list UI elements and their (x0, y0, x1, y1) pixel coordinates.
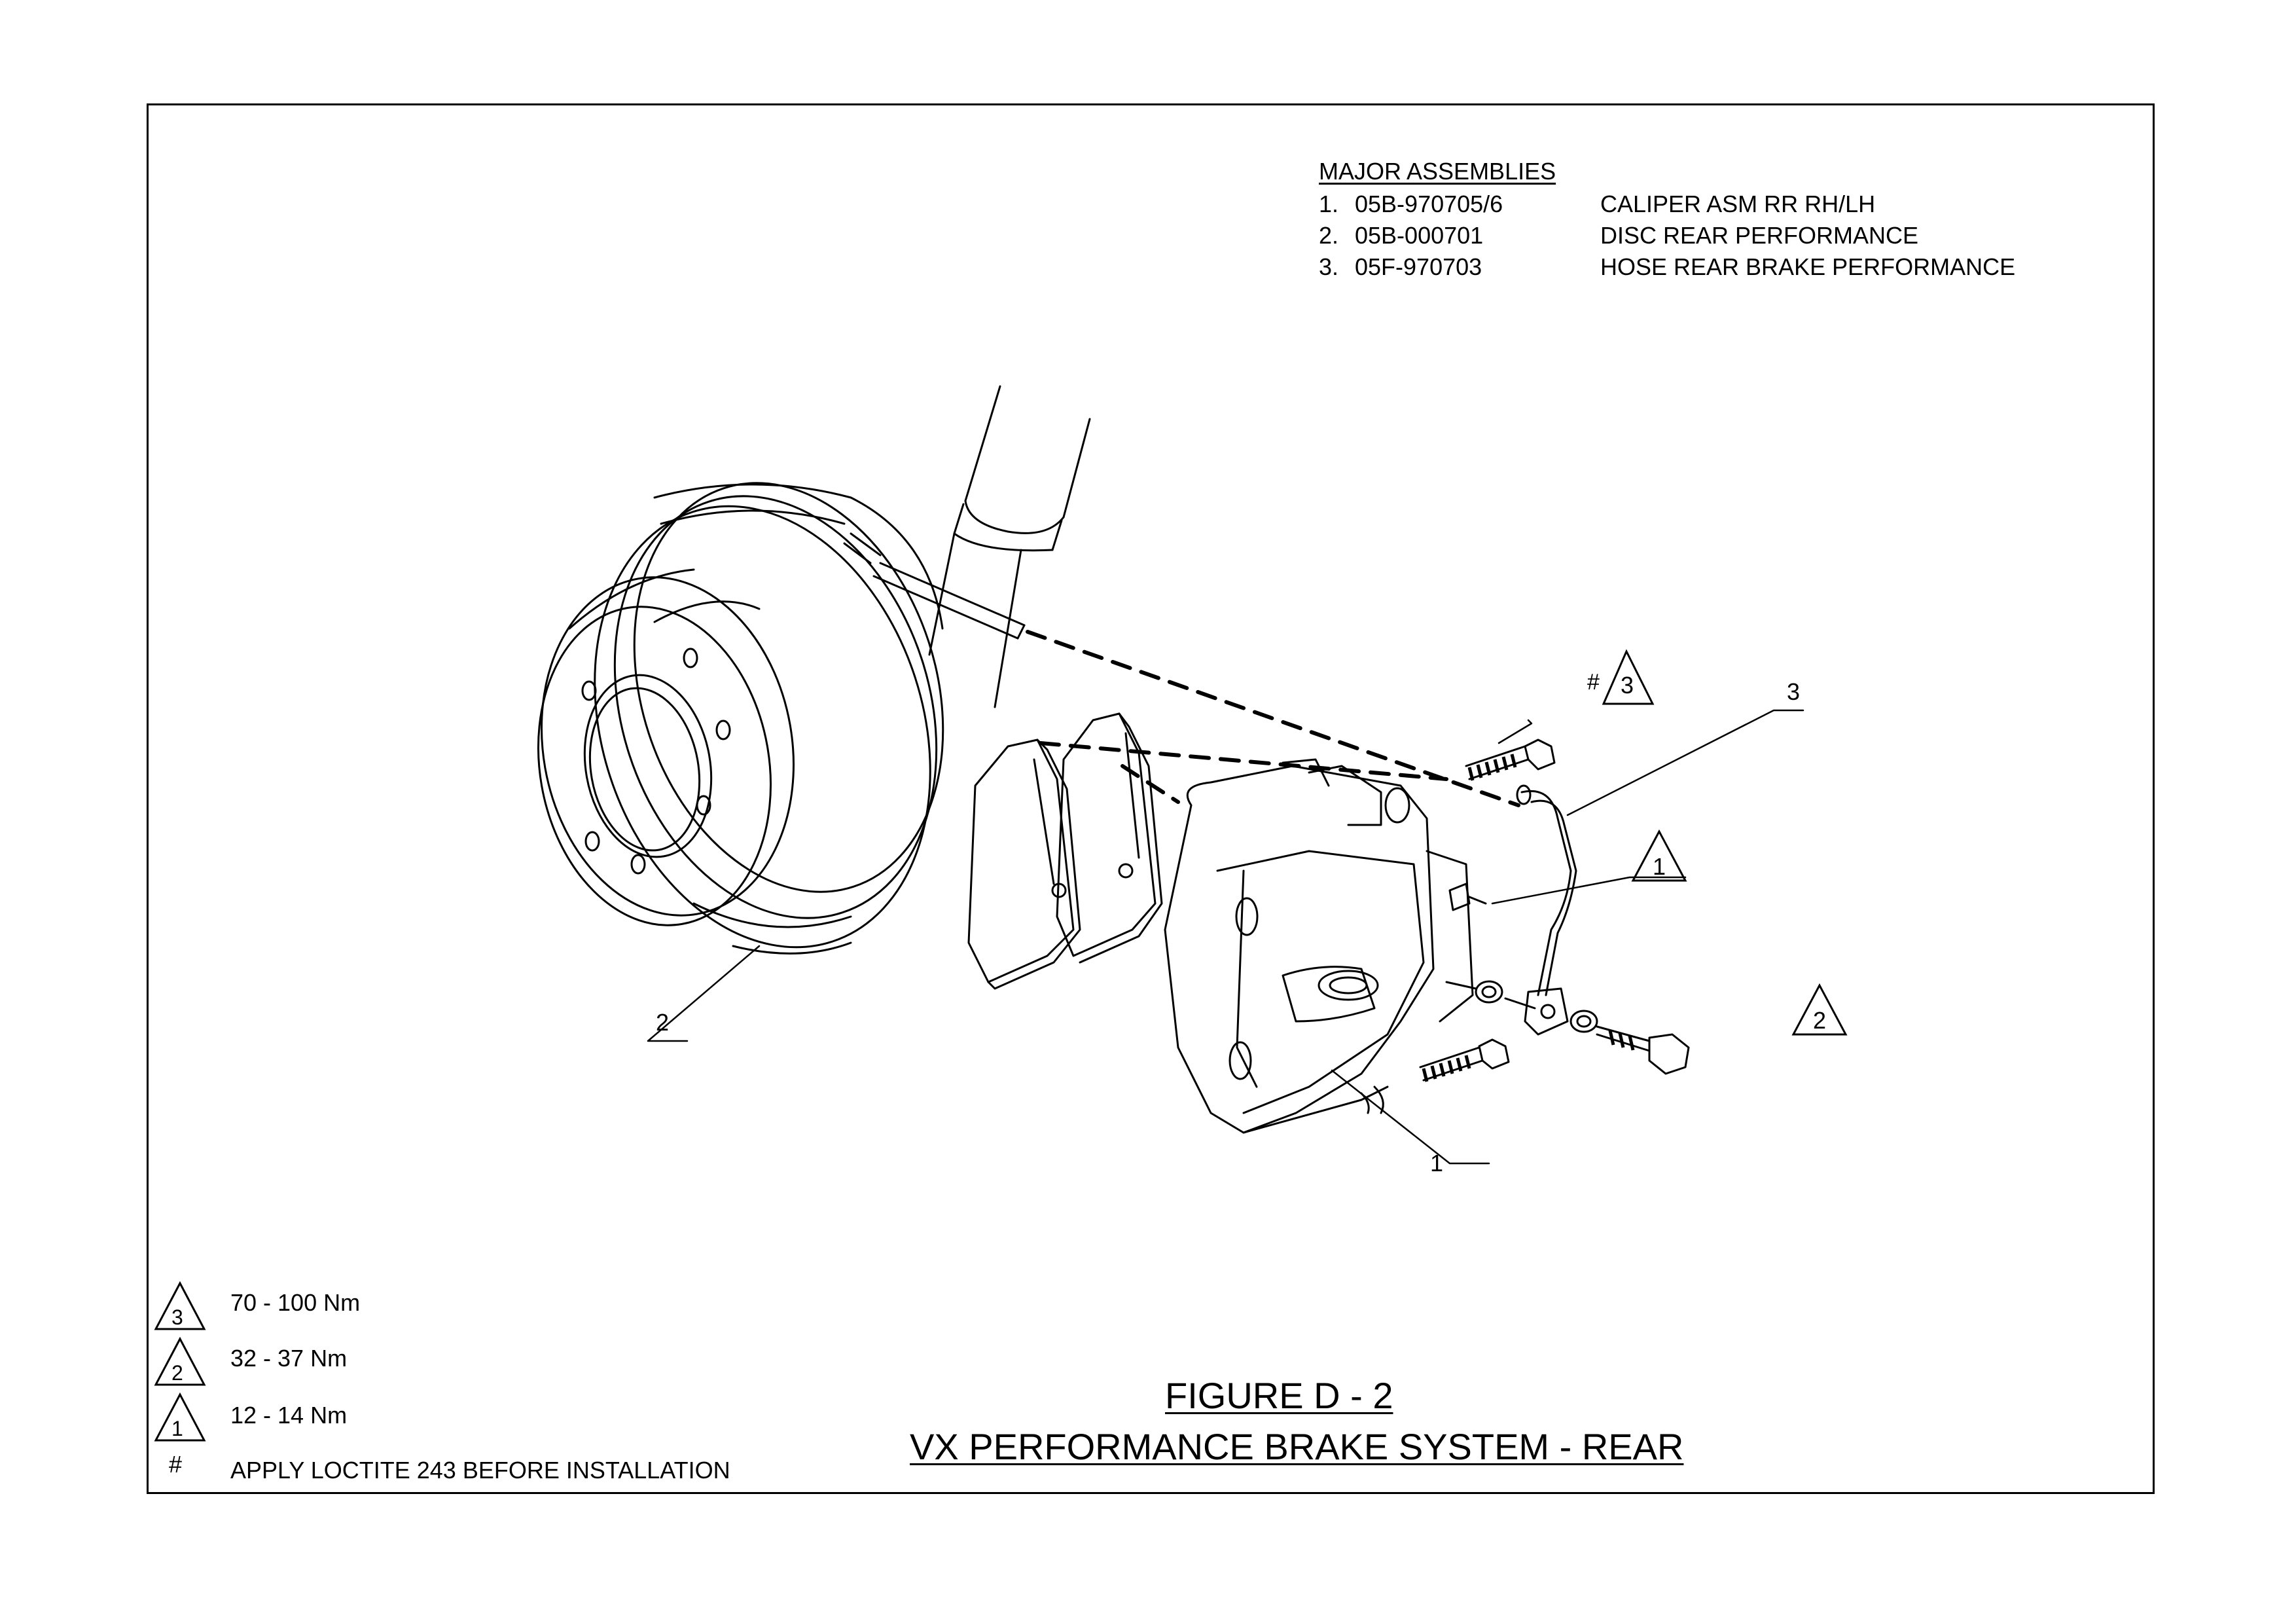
legend-symbol-hash: # (169, 1450, 182, 1479)
brake-hose (1517, 786, 1576, 1034)
figure-title: VX PERFORMANCE BRAKE SYSTEM - REAR (910, 1427, 1683, 1467)
torque-loctite-marker: # (1587, 668, 1600, 697)
legend-symbol-3: 3 (171, 1303, 183, 1332)
callout-disc: 2 (656, 1008, 669, 1037)
legend-text-2: 32 - 37 Nm (230, 1344, 347, 1373)
brake-line (844, 534, 1024, 638)
legend-text-1: 12 - 14 Nm (230, 1401, 347, 1430)
bolt-threads (1424, 754, 1633, 1082)
torque-bleeder-label: 1 (1653, 852, 1666, 881)
brake-disc (514, 443, 994, 991)
figure-number: FIGURE D - 2 (1165, 1376, 1393, 1415)
legend-text-3: 70 - 100 Nm (230, 1288, 360, 1317)
suspension-strut (929, 386, 1090, 707)
leader-lines (648, 710, 1803, 1163)
torque-triangles (1604, 651, 1846, 1034)
legend-symbol-1: 1 (171, 1414, 183, 1443)
callout-hose: 3 (1787, 678, 1800, 706)
brake-pads (969, 714, 1162, 989)
callout-caliper: 1 (1430, 1149, 1443, 1178)
torque-banjo-label: 2 (1813, 1006, 1826, 1035)
legend-text-loctite: APPLY LOCTITE 243 BEFORE INSTALLATION (230, 1456, 730, 1485)
legend-symbol-2: 2 (171, 1359, 183, 1387)
torque-upper-bolt-label: 3 (1621, 671, 1634, 700)
